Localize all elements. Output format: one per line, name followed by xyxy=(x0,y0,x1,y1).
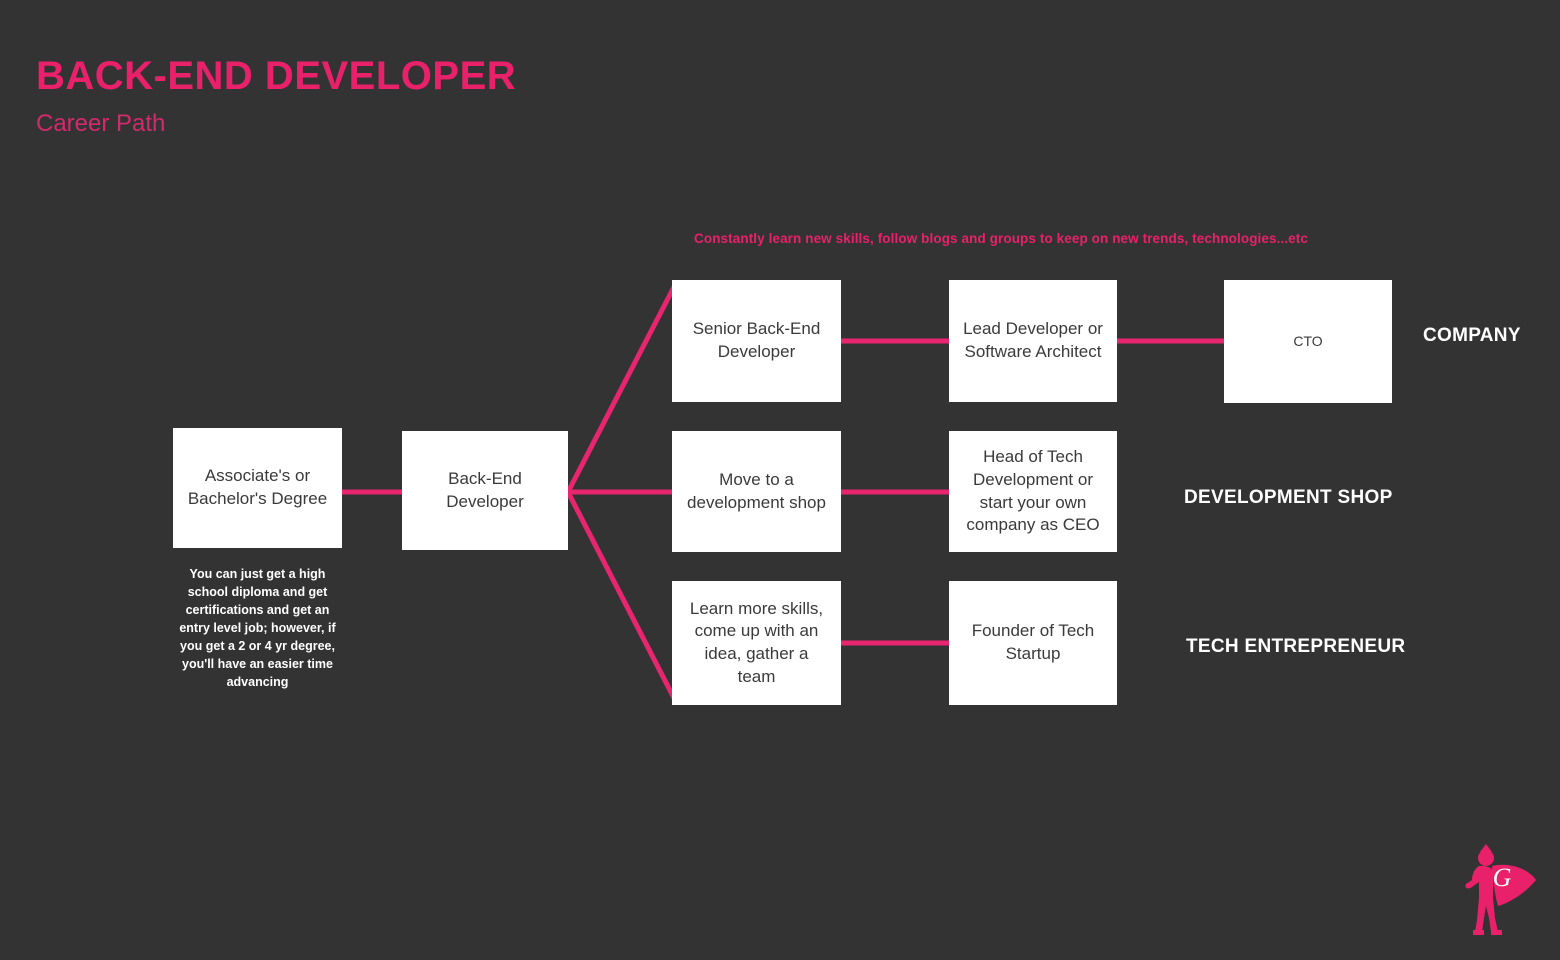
logo-letter: G xyxy=(1493,863,1512,892)
continuous-learning-note: Constantly learn new skills, follow blog… xyxy=(694,231,1308,246)
wire-backend-to-senior xyxy=(565,281,679,494)
page-title: BACK-END DEVELOPER xyxy=(36,54,517,98)
node-move-to-development-shop[interactable]: Move to a development shop xyxy=(672,431,841,552)
node-head-of-tech-development[interactable]: Head of Tech Development or start your o… xyxy=(949,431,1117,552)
node-senior-back-end-developer[interactable]: Senior Back-End Developer xyxy=(672,280,841,402)
track-label-tech-entrepreneur: TECH ENTREPRENEUR xyxy=(1186,636,1406,657)
wire-backend-to-learn xyxy=(565,490,679,704)
page-subtitle: Career Path xyxy=(36,110,166,137)
node-back-end-developer[interactable]: Back-End Developer xyxy=(402,431,568,550)
node-degree[interactable]: Associate's or Bachelor's Degree xyxy=(173,428,342,548)
node-cto[interactable]: CTO xyxy=(1224,280,1392,403)
node-lead-developer-or-software-architect[interactable]: Lead Developer or Software Architect xyxy=(949,280,1117,402)
superhero-g-logo: G xyxy=(1465,844,1536,935)
track-label-development-shop: DEVELOPMENT SHOP xyxy=(1184,487,1393,508)
node-learn-more-skills[interactable]: Learn more skills, come up with an idea,… xyxy=(672,581,841,705)
degree-note: You can just get a high school diploma a… xyxy=(179,567,336,689)
track-label-company: COMPANY xyxy=(1423,325,1521,346)
node-founder-of-tech-startup[interactable]: Founder of Tech Startup xyxy=(949,581,1117,705)
